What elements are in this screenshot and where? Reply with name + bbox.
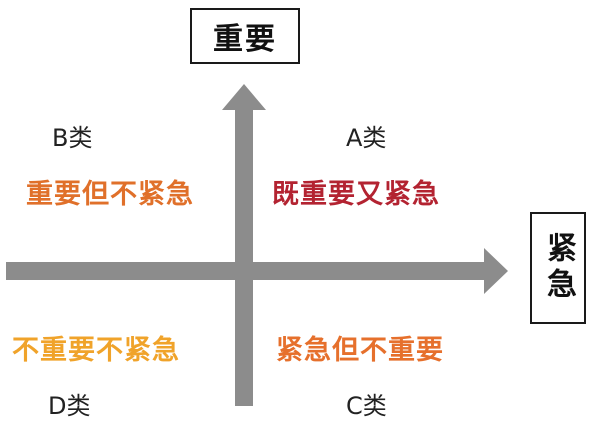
quadrant-a-description: 既重要又紧急: [272, 179, 440, 210]
quadrant-c-label: C类: [346, 392, 387, 420]
right-arrow-head: [484, 248, 508, 294]
quadrant-d-label: D类: [48, 392, 91, 420]
quadrant-b-label: B类: [52, 124, 93, 152]
quadrant-b-description: 重要但不紧急: [26, 179, 194, 210]
quadrant-c-description: 紧急但不重要: [276, 335, 444, 366]
vertical-axis: [235, 106, 253, 406]
quadrant-a-label: A类: [346, 124, 387, 152]
quadrant-d-description: 不重要不紧急: [12, 335, 180, 366]
up-arrow-head: [222, 84, 266, 110]
urgency-axis-label: 紧急: [530, 212, 586, 324]
importance-axis-label: 重要: [190, 8, 300, 64]
